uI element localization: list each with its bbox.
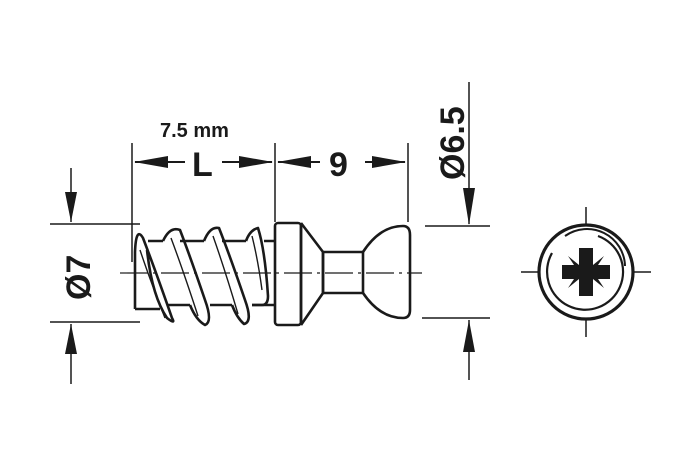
head-diameter-label: Ø6.5 [434, 106, 472, 180]
length-dimension [131, 143, 409, 262]
pozidriv-cross-icon [562, 248, 610, 296]
thread-diameter-label: Ø7 [60, 255, 98, 300]
length-value-label: 7.5 mm [160, 120, 229, 142]
thread-diameter-dimension [50, 168, 140, 384]
head-length-label: 9 [329, 146, 348, 184]
length-symbol-label: L [192, 146, 213, 184]
threaded-shank [133, 226, 275, 327]
head-diameter-dimension [422, 82, 490, 380]
end-view-pozidriv [521, 207, 651, 337]
dowel-head [273, 221, 412, 327]
